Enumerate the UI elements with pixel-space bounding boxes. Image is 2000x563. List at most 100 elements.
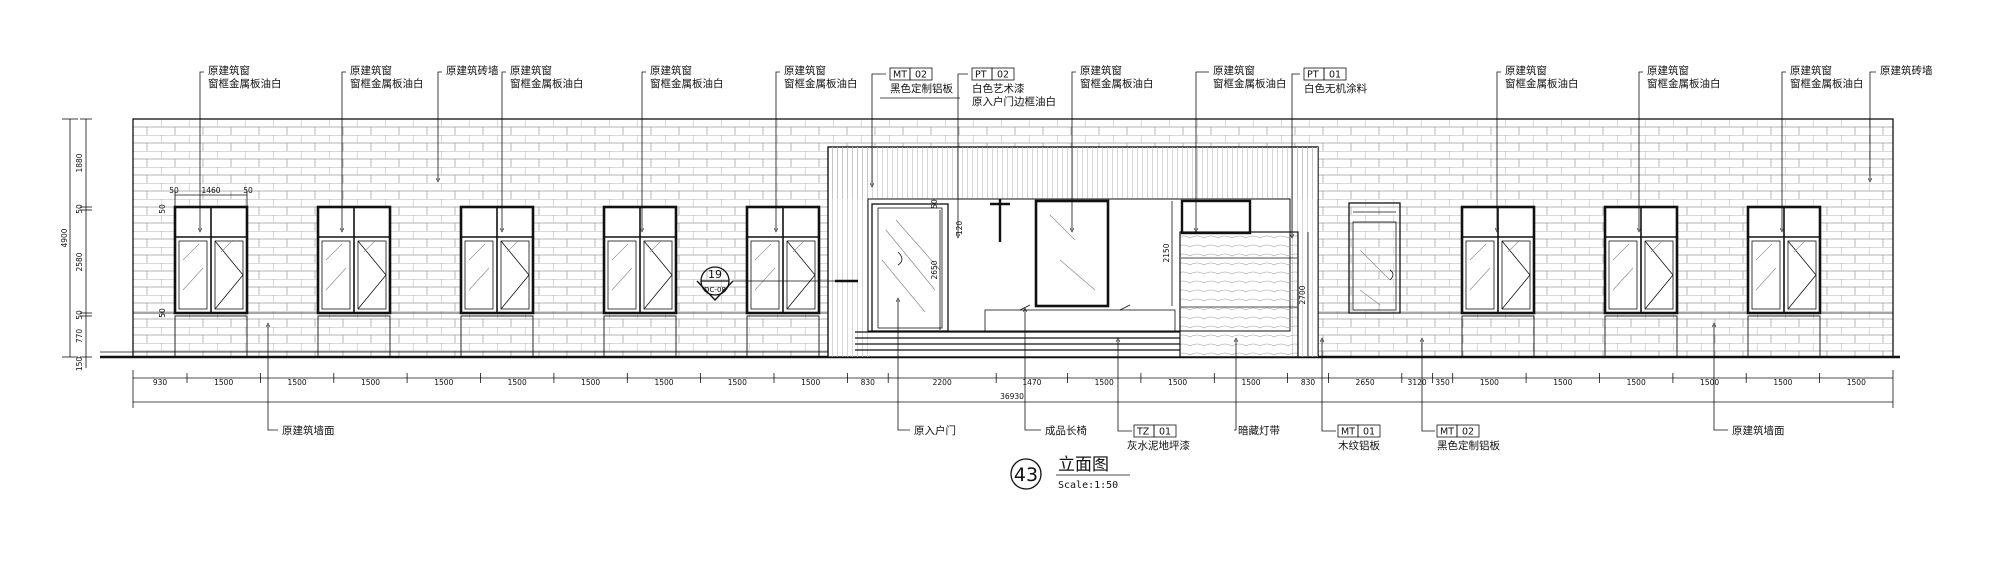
dimension-label: 3120 xyxy=(1408,378,1427,387)
note-window-detail: 窗框金属板油白 xyxy=(1505,77,1579,90)
dimension-label: 1500 xyxy=(801,378,820,387)
dimension-label: 1500 xyxy=(1095,378,1114,387)
note-window-detail: 窗框金属板油白 xyxy=(784,77,858,90)
note-bench: 成品长椅 xyxy=(1045,424,1087,437)
dimension-label: 1500 xyxy=(434,378,453,387)
drawing-title-block: 43 立面图 Scale:1:50 xyxy=(1010,455,1130,491)
wood-grain-panel xyxy=(1179,231,1299,358)
bottom-notes: 原建筑墙面 原入户门 成品长椅 TZ 01 灰水泥地坪漆 暗藏灯带 MT 01 … xyxy=(282,424,1785,452)
note-brick-wall: 原建筑砖墙 xyxy=(1880,64,1933,77)
window-edge-right: 50 xyxy=(243,186,253,195)
note-window-label: 原建筑窗 xyxy=(208,64,250,77)
tag-number: 01 xyxy=(1329,70,1341,81)
window-edge-left: 50 xyxy=(169,186,179,195)
leader-line xyxy=(1196,71,1209,230)
leader-line xyxy=(342,71,346,230)
center-window-height: 2150 xyxy=(1162,243,1171,262)
wall-height: 4900 xyxy=(60,228,69,247)
note-window-detail: 窗框金属板油白 xyxy=(650,77,724,90)
window xyxy=(745,205,821,358)
leader-line xyxy=(872,73,886,185)
mark-120: 120 xyxy=(955,221,964,236)
window xyxy=(602,205,678,358)
dimension-label: 1500 xyxy=(1627,378,1646,387)
section-ref: DC-08 xyxy=(704,286,726,294)
leader-line xyxy=(1782,71,1786,230)
dim-upper-wall: 1880 xyxy=(75,153,84,172)
dimension-label: 1500 xyxy=(1773,378,1792,387)
dimension-label: 1500 xyxy=(1480,378,1499,387)
note-window-detail: 窗框金属板油白 xyxy=(1647,77,1721,90)
detail-dimensions: 1460 50 50 50 50 2650 50 120 2150 2700 xyxy=(158,186,1309,357)
dimension-label: 1470 xyxy=(1022,378,1041,387)
window xyxy=(316,205,392,358)
leader-line xyxy=(200,71,204,230)
dimension-label: 1500 xyxy=(214,378,233,387)
note-art-paint: 白色艺术漆 xyxy=(972,82,1025,95)
dimension-label: 830 xyxy=(861,378,876,387)
tag-code: MT xyxy=(1440,427,1454,438)
dim-base: 770 xyxy=(75,329,84,344)
leader-line xyxy=(1072,71,1076,230)
section-marker: 19 DC-08 xyxy=(696,266,858,301)
window-bottom-edge: 50 xyxy=(158,308,167,318)
window-width: 1460 xyxy=(201,186,220,195)
dimension-label: 1500 xyxy=(288,378,307,387)
tag-code: MT xyxy=(893,70,907,81)
dimension-label: 1500 xyxy=(654,378,673,387)
note-black-aluminum: 黑色定制铝板 xyxy=(890,82,953,95)
window xyxy=(459,205,535,358)
leader-line xyxy=(1639,71,1643,230)
tag-code: PT xyxy=(1307,70,1319,81)
section-number: 19 xyxy=(708,268,722,281)
note-inorganic-paint: 白色无机涂料 xyxy=(1304,82,1367,95)
leader-line xyxy=(1025,310,1041,431)
door-top: 50 xyxy=(930,199,939,209)
dim-window-bottom: 50 xyxy=(75,310,84,320)
note-window-label: 原建筑窗 xyxy=(1080,64,1122,77)
window xyxy=(173,205,249,358)
leader-line xyxy=(268,325,278,431)
window-group xyxy=(173,205,1822,358)
note-window-label: 原建筑窗 xyxy=(510,64,552,77)
leader-line xyxy=(438,71,442,180)
tag-code: PT xyxy=(975,70,987,81)
note-wall-surface: 原建筑墙面 xyxy=(1732,424,1785,437)
window xyxy=(1460,205,1536,358)
dimension-label: 1500 xyxy=(581,378,600,387)
leader-lines xyxy=(200,71,1876,432)
note-door-frame: 原入户门边框油白 xyxy=(972,95,1056,108)
note-window-label: 原建筑窗 xyxy=(784,64,826,77)
note-window-detail: 窗框金属板油白 xyxy=(1213,77,1287,90)
entrance-facade xyxy=(827,146,1319,358)
drawing-title: 立面图 xyxy=(1058,455,1109,475)
tag-number: 02 xyxy=(1462,427,1474,438)
note-window-label: 原建筑窗 xyxy=(1790,64,1832,77)
dimension-label: 1500 xyxy=(1168,378,1187,387)
leader-line xyxy=(1870,71,1876,180)
dimension-label: 2200 xyxy=(933,378,952,387)
note-wall-surface: 原建筑墙面 xyxy=(282,424,335,437)
note-hidden-light: 暗藏灯带 xyxy=(1238,424,1280,437)
vertical-dimensions: 4900 1880 50 2580 50 770 150 xyxy=(60,118,92,372)
tag-code: TZ xyxy=(1136,427,1150,438)
leader-line xyxy=(1714,325,1728,431)
note-window-detail: 窗框金属板油白 xyxy=(510,77,584,90)
dim-window-height: 2580 xyxy=(75,252,84,271)
leader-line xyxy=(958,73,968,236)
tag-number: 01 xyxy=(1363,427,1375,438)
side-door xyxy=(1348,202,1401,314)
dimension-label: 1500 xyxy=(1700,378,1719,387)
note-window-label: 原建筑窗 xyxy=(350,64,392,77)
leader-line xyxy=(776,71,780,230)
dimension-label: 1500 xyxy=(728,378,747,387)
leader-line xyxy=(1322,340,1336,432)
note-window-detail: 窗框金属板油白 xyxy=(1790,77,1864,90)
note-black-aluminum: 黑色定制铝板 xyxy=(1437,439,1500,452)
leader-line xyxy=(898,300,910,431)
door-height: 2650 xyxy=(930,260,939,279)
note-window-label: 原建筑窗 xyxy=(1213,64,1255,77)
dim-ground: 150 xyxy=(75,357,84,372)
